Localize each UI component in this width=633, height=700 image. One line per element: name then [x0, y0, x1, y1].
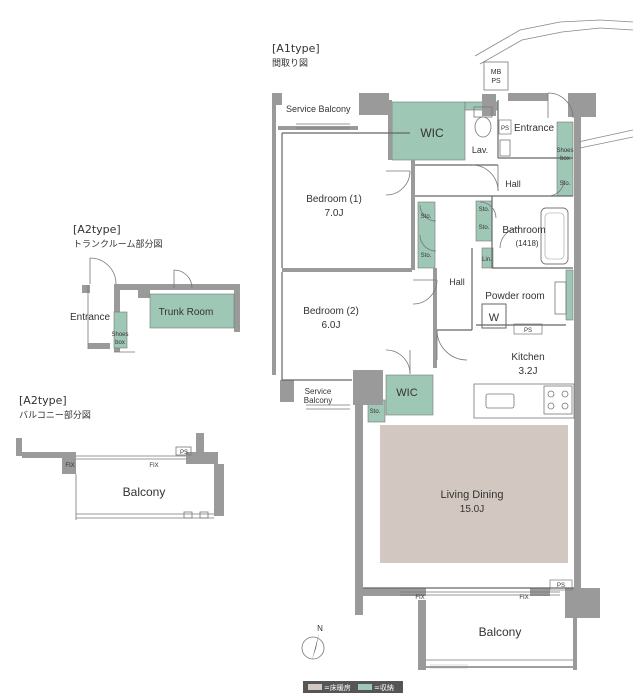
interior-partitions [281, 100, 574, 668]
main-unit-walls [272, 93, 600, 670]
kitchen-counter [473, 383, 575, 419]
a1-type-subtitle: 間取り図 [272, 58, 308, 69]
compass: N [301, 624, 325, 660]
toilet [473, 106, 493, 138]
balcony-detail-label: Balcony [123, 485, 166, 499]
sto-a-label: Sto. [421, 214, 432, 220]
bedroom1-size: 7.0J [325, 208, 344, 219]
box-label: box [560, 156, 570, 162]
powder-room-label: Powder room [485, 291, 544, 302]
windows [296, 123, 573, 661]
fix-main-label-2: FIX [519, 595, 528, 601]
vanity [554, 281, 567, 315]
lav-label: Lav. [472, 145, 488, 155]
balcony-detail-fix-2: FIX [149, 463, 158, 469]
service-balcony-bottom-label-2: Balcony [304, 396, 332, 405]
service-balcony-top-label: Service Balcony [286, 104, 351, 114]
a2-balcony-title: [A2type] [19, 394, 67, 407]
sto-b-label: Sto. [421, 253, 432, 259]
living-dining-name: Living Dining [441, 489, 504, 501]
ps-living-label: PS [557, 583, 565, 589]
a2-balcony-subtitle: バルコニー部分図 [19, 409, 91, 421]
service-balcony-bottom-label-1: Service [305, 387, 332, 396]
balcony-main-label: Balcony [479, 625, 522, 639]
trunk-room-label: Trunk Room [159, 307, 214, 318]
legend-storage-label: =収納 [374, 683, 394, 692]
living-floor-heating-area [380, 425, 568, 563]
ps-box-living [549, 579, 573, 591]
ps-powder-label: PS [524, 328, 532, 334]
mb-ps-box [483, 61, 509, 91]
door-swings [385, 92, 574, 375]
storage-blocks [367, 101, 574, 423]
trunk-room-area [149, 293, 235, 329]
hall-top-label: Hall [505, 179, 521, 189]
balcony-detail: PS FIX FIX Balcony [16, 433, 224, 520]
ps-box-lav [498, 119, 512, 135]
compass-north-icon: N [317, 624, 323, 633]
balcony-detail-ps-label: PS [180, 450, 188, 456]
a2-trunk-title: [A2type] [73, 223, 121, 236]
kitchen-name: Kitchen [511, 352, 544, 363]
a2-trunk-subtitle: トランクルーム部分図 [73, 238, 162, 250]
legend-storage-swatch [358, 684, 372, 690]
lavatory-basin [499, 139, 511, 157]
balcony-detail-fix-1: FIX [65, 463, 74, 469]
mb-label: MB [491, 69, 502, 76]
bathroom-label: Bathroom [502, 225, 545, 236]
trunk-box-label: box [115, 340, 125, 346]
lin-label: Lin. [482, 257, 492, 263]
sto-c-label: Sto. [479, 207, 490, 213]
exterior-corridor [474, 19, 633, 149]
ps-box-powder [513, 323, 543, 335]
trunk-entrance-label: Entrance [70, 312, 110, 323]
living-dining-size: 15.0J [460, 504, 484, 515]
kitchen-size: 3.2J [519, 366, 538, 377]
trunk-shoes-box [113, 311, 128, 349]
legend: =床暖房 =収納 [303, 681, 403, 693]
bedroom2-name: Bedroom (2) [303, 306, 359, 317]
bathroom-size: (1418) [515, 239, 538, 248]
a1-type-title: [A1type] [272, 42, 320, 55]
fix-main-label-1: FIX [415, 595, 424, 601]
balcony-hatch [430, 664, 468, 669]
wic-bottom-label: WIC [396, 387, 417, 399]
ps-small-label: PS [501, 126, 509, 132]
legend-floor-heating-swatch [308, 684, 322, 690]
sto-entrance-label: Sto. [560, 181, 571, 187]
washer-box [481, 303, 507, 329]
legend-floor-heating-label: =床暖房 [324, 683, 351, 692]
washer-label: W [489, 312, 500, 324]
trunk-shoes-label: Shoes [111, 332, 128, 338]
sto-living-label: Sto. [370, 409, 381, 415]
bedroom1-name: Bedroom (1) [306, 194, 362, 205]
entrance-label: Entrance [514, 123, 554, 134]
bedroom2-size: 6.0J [322, 320, 341, 331]
hall-mid-label: Hall [449, 277, 465, 287]
wic-top-label: WIC [420, 126, 444, 140]
ps-label-mb: PS [491, 78, 501, 85]
trunk-room-detail: Entrance Trunk Room Shoes box [70, 257, 240, 353]
bathtub [540, 207, 569, 265]
sto-d-label: Sto. [479, 225, 490, 231]
shoes-label: Shoes [556, 148, 573, 154]
